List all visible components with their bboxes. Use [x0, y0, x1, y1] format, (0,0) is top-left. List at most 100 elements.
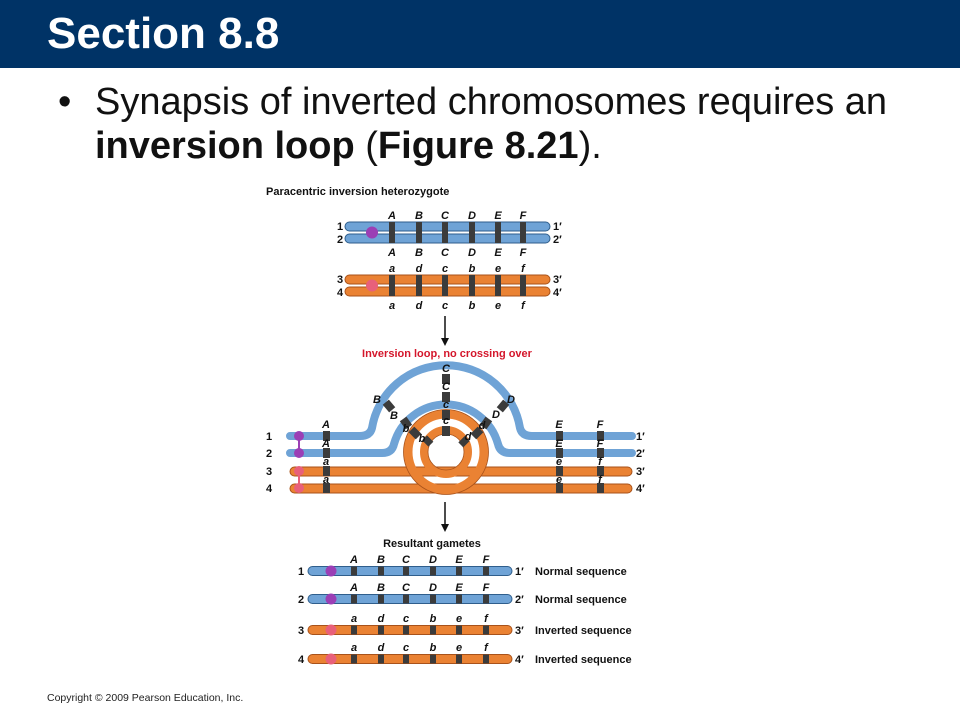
gene-label: f: [521, 263, 526, 275]
band: [470, 426, 484, 440]
top-chromosome-pair-normal: 1 2 A B C D E F A B C D E F 1′: [337, 210, 562, 259]
gene-label: C: [442, 363, 451, 375]
gene-label: c: [442, 263, 448, 275]
gene-label: e: [456, 642, 462, 654]
gamete-chromosome: [307, 654, 513, 664]
gene-label: a: [389, 263, 395, 275]
band: [323, 483, 330, 493]
band: [399, 416, 413, 430]
band: [483, 566, 489, 576]
band: [430, 654, 436, 664]
strand-number: 4: [266, 483, 273, 495]
band: [351, 594, 357, 604]
band: [351, 566, 357, 576]
band: [496, 399, 510, 413]
gene-label: A: [321, 438, 330, 450]
band: [442, 392, 450, 402]
centromere: [325, 624, 337, 636]
gene-label: f: [521, 300, 526, 312]
inner-loop-inner-outline: [427, 433, 465, 471]
gene-label: a: [389, 300, 395, 312]
centromere: [366, 279, 378, 292]
band: [520, 222, 526, 243]
gene-label: a: [351, 613, 357, 625]
gene-label: c: [403, 613, 409, 625]
band: [597, 483, 604, 493]
strand-number: 1: [266, 431, 272, 443]
bullet-text-part: ).: [578, 125, 602, 167]
strand-number: 3: [337, 274, 343, 286]
band: [378, 594, 384, 604]
gene-label: E: [455, 554, 463, 566]
strand-end-label: 2′: [636, 448, 645, 460]
band: [597, 431, 604, 441]
gene-labels-below: A B C D E F: [387, 247, 527, 259]
strand-end-label: 1′: [515, 566, 524, 578]
gene-bands: [389, 222, 526, 243]
band: [378, 625, 384, 635]
band: [403, 625, 409, 635]
strand-number: 4: [298, 654, 305, 666]
gene-label: b: [430, 642, 437, 654]
gene-label: b: [419, 433, 426, 445]
gene-label: C: [441, 247, 450, 259]
band: [456, 654, 462, 664]
gene-label: D: [429, 554, 437, 566]
gene-label: f: [598, 474, 603, 486]
bullet-text: Synapsis of inverted chromosomes require…: [95, 80, 935, 168]
centromere: [294, 448, 304, 458]
band: [442, 374, 450, 384]
bullet-figure-ref: Figure 8.21: [377, 125, 579, 167]
gene-label: F: [520, 247, 527, 259]
gene-label: C: [442, 381, 451, 393]
gene-label: D: [507, 394, 515, 406]
band: [389, 275, 395, 296]
band: [323, 431, 330, 441]
strand-end-label: 3′: [515, 625, 524, 637]
gene-label: f: [598, 456, 603, 468]
gene-label: E: [555, 438, 563, 450]
gene-label: E: [555, 419, 563, 431]
bullet-text-part: Synapsis of inverted chromosomes require…: [95, 81, 888, 123]
centromere: [294, 466, 304, 476]
band: [389, 222, 395, 243]
gene-label: e: [456, 613, 462, 625]
figure-heading-top: Paracentric inversion heterozygote: [266, 186, 449, 198]
gene-label: B: [415, 210, 423, 222]
gene-label: b: [469, 263, 476, 275]
gene-labels-below: a d c b e f: [389, 300, 526, 312]
strand-number: 1: [298, 566, 304, 578]
gene-label: C: [402, 554, 411, 566]
inversion-loop-diagram: A A a a C C c c B B b b D D d d E E e e …: [266, 361, 645, 495]
gene-label: b: [469, 300, 476, 312]
figure-heading-gametes: Resultant gametes: [383, 538, 481, 550]
gamete-sequence-label: Normal sequence: [535, 594, 627, 606]
gene-label: e: [495, 300, 501, 312]
band: [556, 431, 563, 441]
centromere: [325, 593, 337, 605]
centromere: [294, 431, 304, 441]
band: [403, 566, 409, 576]
strand-number: 2: [337, 234, 343, 246]
strand-end-label: 1′: [553, 221, 562, 233]
band: [597, 466, 604, 476]
centromere: [366, 226, 378, 239]
strand-number: 3: [266, 466, 272, 478]
gene-label: D: [468, 247, 476, 259]
gene-label: E: [455, 582, 463, 594]
gene-label: d: [378, 613, 385, 625]
band: [351, 625, 357, 635]
gene-label: B: [377, 582, 385, 594]
band: [495, 275, 501, 296]
gene-label: c: [443, 399, 449, 411]
loop-gene-labels: A A a a C C c c B B b b D D d d E E e e …: [321, 363, 604, 486]
band: [597, 448, 604, 458]
gene-label: d: [416, 263, 423, 275]
bullet-text-part: (: [354, 125, 378, 167]
band: [408, 426, 422, 440]
gene-label: a: [351, 642, 357, 654]
band: [458, 436, 470, 448]
gamete-chromosome: [307, 594, 513, 604]
